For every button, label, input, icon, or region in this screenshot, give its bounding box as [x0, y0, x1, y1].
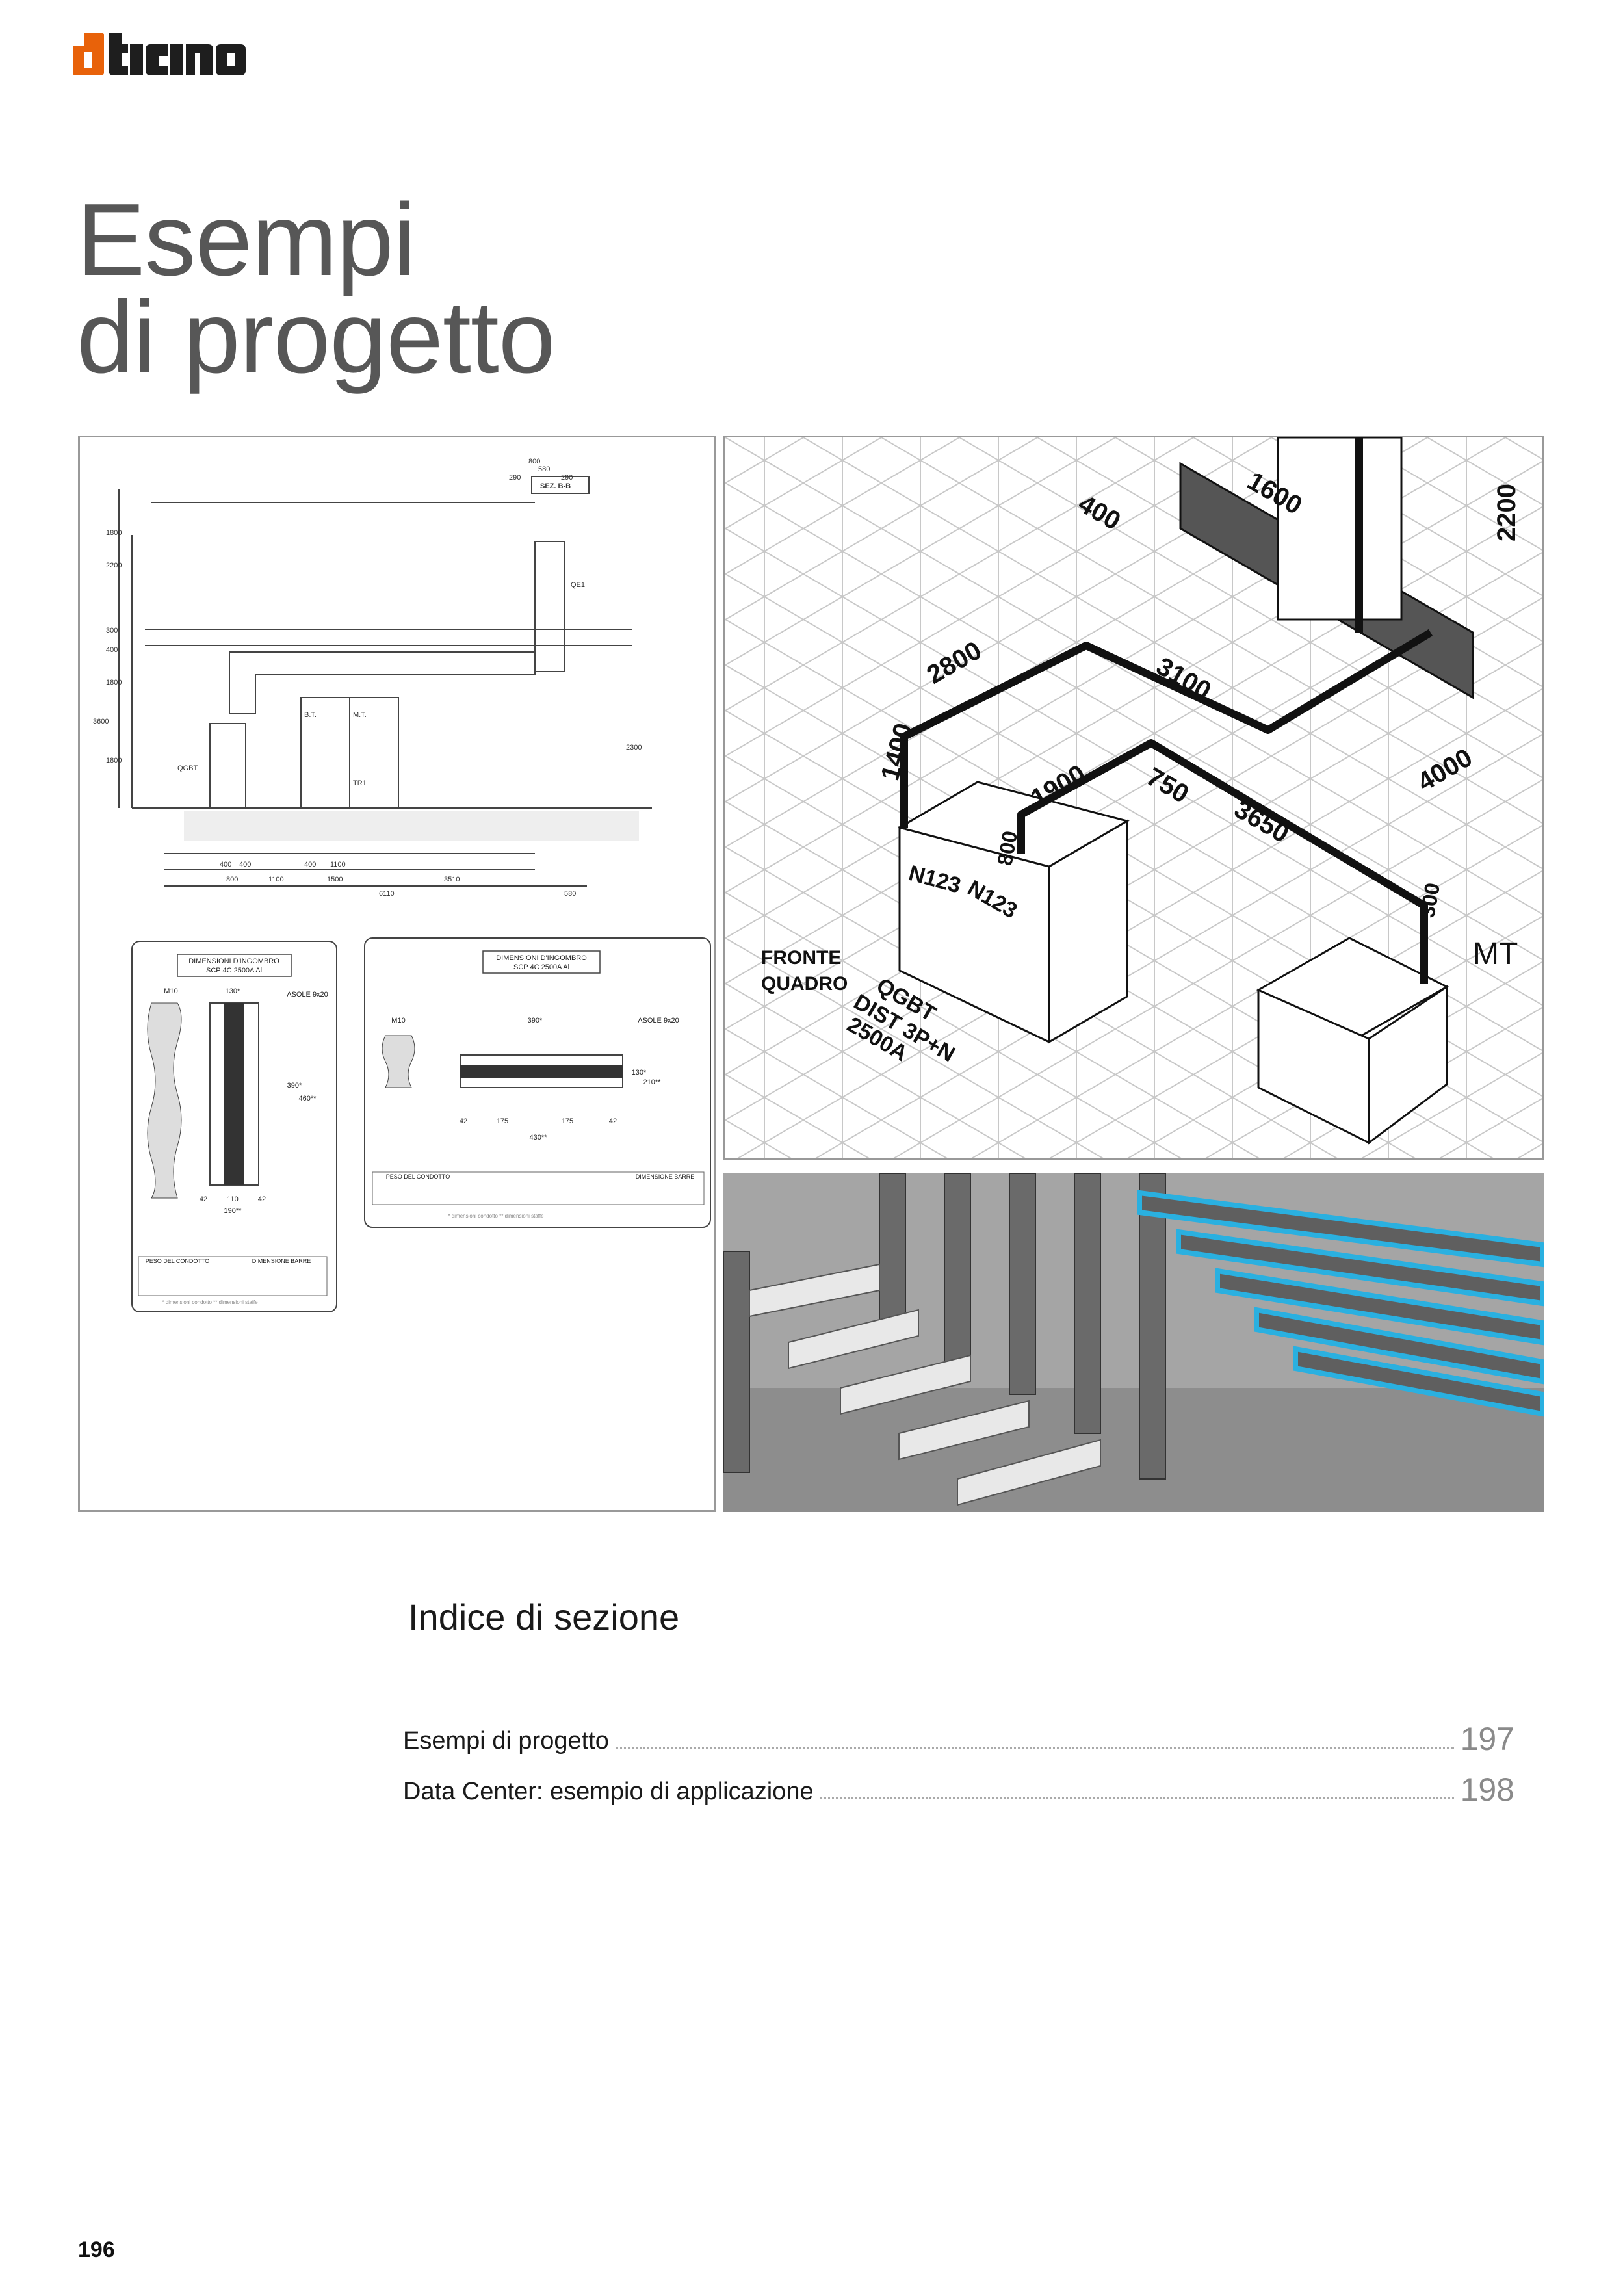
dim-label: 130*: [632, 1069, 647, 1076]
dim-label: 42: [609, 1117, 617, 1125]
dim-label: ASOLE 9x20: [638, 1017, 679, 1024]
section-drawing: SEZ. B-B 800 580 290 290 QGBT B.T. M.T. …: [93, 458, 711, 1312]
dim-2200: 2200: [1492, 484, 1521, 541]
dim-label: 460**: [299, 1095, 317, 1102]
label-qgbt: QGBT: [177, 764, 198, 772]
page-title-line1: Esempi: [77, 183, 416, 297]
card-subtitle: SCP 4C 2500A Al: [206, 967, 262, 974]
dim-label: 1800: [106, 679, 122, 686]
dim-label: 42: [460, 1117, 467, 1125]
dim-label: M10: [391, 1017, 405, 1024]
table-header: PESO DEL CONDOTTO: [146, 1258, 210, 1264]
dim-label: 42: [258, 1195, 266, 1203]
label-mt: M.T.: [353, 711, 367, 719]
dim-label: 800: [528, 458, 540, 465]
dim-label: 400: [304, 861, 316, 868]
page-number: 196: [78, 2237, 115, 2262]
render-image: [723, 1173, 1544, 1512]
index-entry-label[interactable]: Data Center: esempio di applicazione: [403, 1778, 814, 1805]
busbar-3d-render: [723, 1173, 1544, 1512]
dim-label: M10: [164, 987, 177, 995]
dim-label: 430**: [530, 1134, 548, 1141]
dimension-card-2: DIMENSIONI D'INGOMBRO SCP 4C 2500A Al M1…: [364, 937, 711, 1228]
card-note: * dimensioni condotto ** dimensioni staf…: [448, 1213, 544, 1219]
section-index-title: Indice di sezione: [408, 1597, 680, 1637]
dim-label: 2200: [106, 562, 122, 569]
dim-label: 6110: [379, 890, 395, 898]
dim-label: 190**: [224, 1207, 242, 1215]
label-qe1: QE1: [571, 581, 585, 589]
dim-label: 1100: [268, 876, 284, 883]
dim-label: 175: [562, 1117, 573, 1125]
dim-label: 175: [497, 1117, 508, 1125]
dim-label: 3510: [444, 876, 460, 883]
dim-label: 580: [564, 890, 576, 898]
dim-label: 210**: [643, 1078, 662, 1086]
dim-label: 290: [561, 474, 573, 482]
dim-label: 400: [220, 861, 231, 868]
label-mt: MT: [1473, 937, 1518, 971]
dim-label: 300: [106, 627, 118, 634]
isometric-sketch: 1600 2200 400 2800 3100 1400 1900 750 36…: [725, 437, 1542, 1158]
label-tr1: TR1: [353, 779, 367, 787]
label-fronte: FRONTE: [761, 947, 841, 969]
card-note: * dimensioni condotto ** dimensioni staf…: [162, 1299, 258, 1305]
dimension-card-1: DIMENSIONI D'INGOMBRO SCP 4C 2500A Al M1…: [131, 941, 337, 1312]
card-title: DIMENSIONI D'INGOMBRO: [496, 954, 587, 962]
page-title-line2: di progetto: [77, 280, 556, 395]
dim-label: 42: [200, 1195, 207, 1203]
table-header: DIMENSIONE BARRE: [636, 1173, 695, 1180]
card-subtitle: SCP 4C 2500A Al: [513, 963, 569, 971]
dim-label: 2300: [626, 744, 642, 751]
dim-label: 1100: [330, 861, 346, 868]
index-entry-label[interactable]: Esempi di progetto: [403, 1727, 609, 1755]
section-label: SEZ. B-B: [540, 482, 571, 490]
index-entry-page[interactable]: 198: [1460, 1771, 1514, 1808]
isometric-sketch-figure: 1600 2200 400 2800 3100 1400 1900 750 36…: [723, 436, 1544, 1160]
index-entry[interactable]: Esempi di progetto 197: [403, 1716, 1514, 1755]
dim-label: 3600: [93, 718, 109, 725]
dim-label: 1500: [327, 876, 343, 883]
dim-label: 580: [538, 465, 550, 473]
technical-drawing-figure: SEZ. B-B 800 580 290 290 QGBT B.T. M.T. …: [78, 436, 716, 1512]
label-quadro: QUADRO: [761, 973, 848, 995]
table-header: DIMENSIONE BARRE: [252, 1258, 311, 1264]
table-header: PESO DEL CONDOTTO: [386, 1173, 450, 1180]
dim-label: 290: [509, 474, 521, 482]
dim-label: 400: [106, 646, 118, 654]
dim-label: 800: [226, 876, 238, 883]
bticino-logo: [73, 33, 246, 75]
label-bt: B.T.: [304, 711, 317, 719]
dim-label: ASOLE 9x20: [287, 991, 328, 998]
dim-label: 110: [227, 1195, 239, 1203]
index-entry-page[interactable]: 197: [1460, 1721, 1514, 1757]
dim-label: 1800: [106, 529, 122, 537]
dim-label: 390*: [287, 1082, 302, 1089]
dot-leader: [820, 1797, 1454, 1799]
dim-label: 400: [239, 861, 251, 868]
dim-label: 130*: [226, 987, 240, 995]
card-title: DIMENSIONI D'INGOMBRO: [188, 958, 279, 965]
index-entry[interactable]: Data Center: esempio di applicazione 198: [403, 1767, 1514, 1806]
dim-label: 390*: [528, 1017, 543, 1024]
dot-leader: [615, 1747, 1454, 1749]
dim-label: 1800: [106, 757, 122, 764]
